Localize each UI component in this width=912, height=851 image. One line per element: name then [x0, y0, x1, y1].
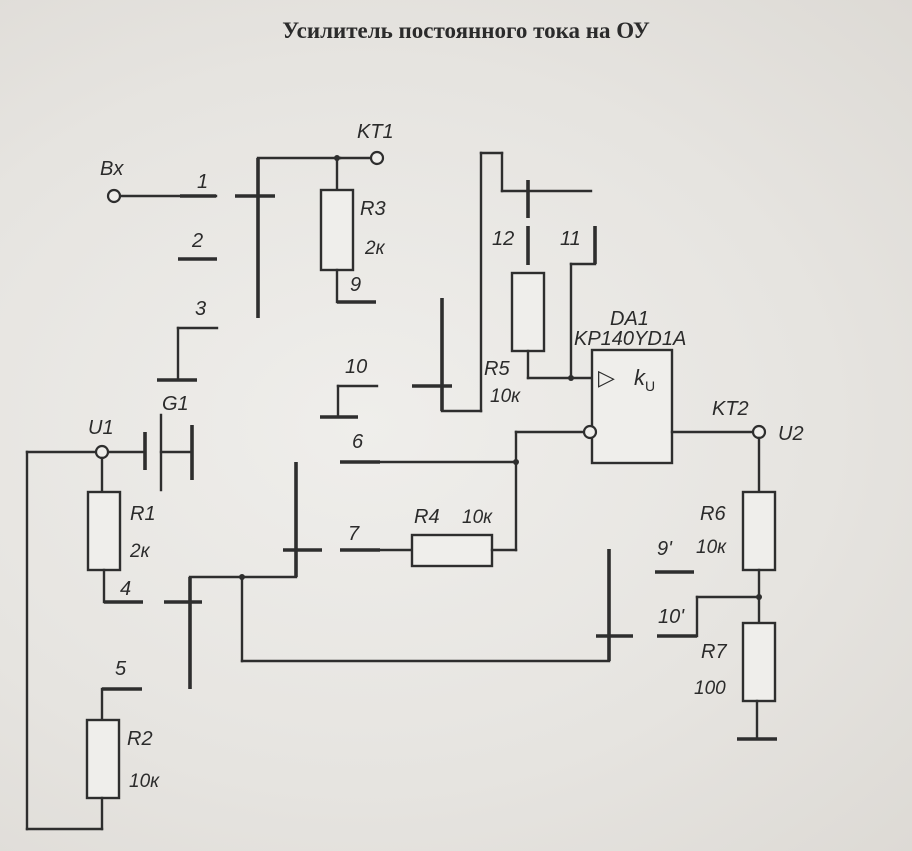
label-r1-ref: R1 [130, 503, 156, 525]
label-contact-2: 2 [191, 230, 203, 252]
resistor-r2 [85, 718, 121, 800]
test-point-kt1[interactable] [369, 150, 385, 166]
label-contact-5: 5 [115, 658, 127, 680]
resistor-r4 [410, 533, 494, 568]
label-r4-ref: R4 [414, 506, 440, 528]
label-r1-value: 2к [129, 541, 151, 562]
diagram-title: Усилитель постоянного тока на ОУ [282, 18, 650, 43]
label-kt2: KT2 [712, 398, 749, 420]
label-contact-9-prime: 9' [657, 538, 673, 560]
label-u1: U1 [88, 417, 114, 439]
op-amp-da1 [590, 348, 674, 465]
label-kt1: KT1 [357, 121, 394, 143]
contact-10-prime[interactable] [657, 595, 761, 638]
label-contact-11: 11 [560, 228, 581, 250]
label-contact-7: 7 [348, 523, 360, 545]
resistor-r3 [319, 188, 355, 272]
label-r6-value: 10к [696, 537, 727, 558]
resistor-r1 [86, 490, 122, 572]
battery-g1 [143, 413, 194, 492]
inverting-input-indicator [582, 424, 598, 440]
label-r6-ref: R6 [700, 503, 726, 525]
label-r5-value: 10к [490, 386, 521, 407]
contact-11[interactable] [569, 226, 597, 380]
resistor-r5 [510, 271, 546, 353]
label-da1-part: KP140YD1A [574, 328, 686, 350]
label-da1-gain: kU [634, 365, 655, 394]
label-contact-10-prime: 10' [658, 606, 685, 628]
label-u2: U2 [778, 423, 804, 445]
resistor-r7 [741, 621, 777, 703]
label-contact-1: 1 [197, 171, 208, 193]
label-da1-ref: DA1 [610, 308, 649, 330]
label-bx: Bx [100, 158, 124, 180]
label-r3-value: 2к [364, 238, 386, 259]
label-contact-9: 9 [350, 274, 361, 296]
label-contact-4: 4 [120, 578, 131, 600]
label-r7-ref: R7 [701, 641, 727, 663]
switch-s4[interactable] [412, 151, 593, 413]
contact-10[interactable] [320, 384, 379, 419]
resistor-r6 [741, 490, 777, 572]
label-contact-3: 3 [195, 298, 206, 320]
amplifier-triangle-icon: ▷ [598, 366, 615, 391]
test-point-kt2[interactable] [751, 424, 767, 440]
terminal-u1[interactable] [94, 444, 110, 460]
switch-s3[interactable] [596, 549, 633, 661]
contact-3[interactable] [157, 326, 219, 382]
label-r2-value: 10к [129, 771, 160, 792]
switch-s1[interactable] [235, 156, 342, 318]
label-r5-ref: R5 [484, 358, 510, 380]
label-contact-10: 10 [345, 356, 367, 378]
label-r3-ref: R3 [360, 198, 386, 220]
label-contact-12: 12 [492, 228, 514, 250]
label-r7-value: 100 [694, 678, 726, 699]
label-contact-6: 6 [352, 431, 364, 453]
label-g1: G1 [162, 393, 189, 415]
label-r2-ref: R2 [127, 728, 153, 750]
input-terminal-bx[interactable] [106, 188, 218, 204]
label-r4-value: 10к [462, 507, 493, 528]
